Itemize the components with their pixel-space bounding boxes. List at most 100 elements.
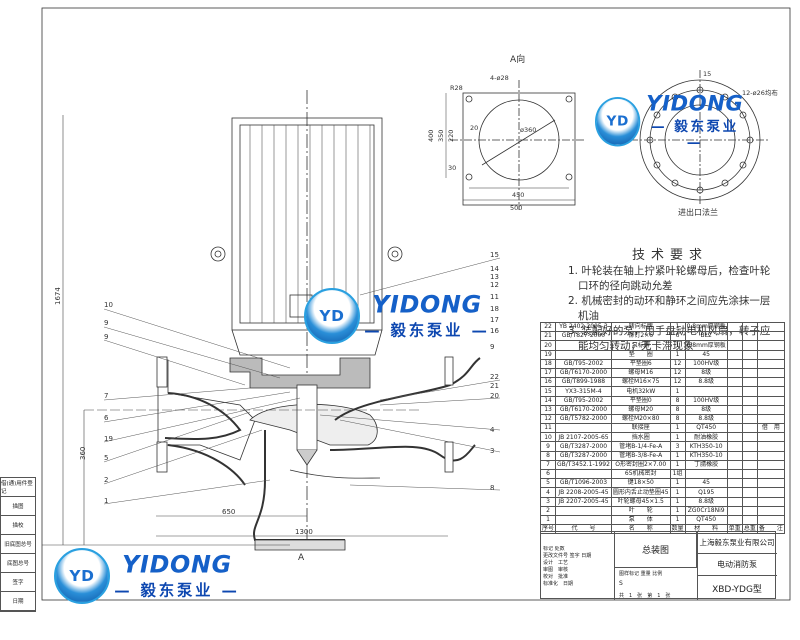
parts-cell: GB/T6170-2000 bbox=[555, 404, 612, 415]
parts-cell bbox=[726, 423, 743, 434]
parts-cell: GB/T3287-2000 bbox=[555, 450, 612, 461]
parts-cell: 键18×50 bbox=[610, 478, 671, 489]
balloon: 1 bbox=[104, 497, 108, 505]
logo-text-en: YIDONG bbox=[372, 290, 482, 319]
parts-cell: 总重 bbox=[741, 524, 758, 535]
parts-cell: 平垫圈6 bbox=[610, 358, 671, 369]
parts-cell bbox=[726, 459, 743, 471]
left-block-cell: 底图总号 bbox=[1, 554, 35, 573]
parts-cell: 100HV级 bbox=[684, 395, 728, 406]
parts-cell: 45 bbox=[684, 478, 728, 489]
balloon: 6 bbox=[104, 414, 109, 422]
parts-cell: 9 bbox=[539, 441, 557, 452]
parts-cell bbox=[741, 496, 758, 507]
parts-cell bbox=[756, 505, 785, 516]
logo-text-en: YIDONG bbox=[646, 91, 744, 117]
parts-cell: 1 bbox=[669, 340, 686, 351]
parts-cell: 8级 bbox=[684, 367, 728, 379]
parts-cell bbox=[741, 367, 758, 379]
parts-cell bbox=[756, 395, 785, 406]
parts-cell: 6 bbox=[539, 468, 557, 480]
parts-cell bbox=[726, 432, 743, 443]
balloon: 5 bbox=[104, 454, 108, 462]
parts-cell: 借 用 bbox=[756, 423, 785, 434]
parts-cell: 1 bbox=[669, 478, 686, 489]
parts-cell: 转向标牌 bbox=[610, 321, 671, 333]
parts-cell: 6 bbox=[669, 331, 686, 342]
balloon: 9 bbox=[104, 333, 108, 341]
balloon: 20 bbox=[490, 392, 499, 400]
parts-cell bbox=[756, 340, 785, 351]
logo-badge: YD bbox=[595, 96, 641, 147]
balloon: 9 bbox=[490, 343, 494, 351]
parts-cell bbox=[756, 468, 785, 480]
dim-center: 360 bbox=[79, 447, 87, 460]
parts-cell bbox=[741, 423, 758, 434]
parts-cell bbox=[555, 514, 612, 526]
balloon: 9 bbox=[104, 319, 108, 327]
parts-cell bbox=[741, 487, 758, 498]
parts-cell: 3 bbox=[539, 496, 557, 507]
parts-cell: 8.8级 bbox=[684, 377, 728, 388]
title-block: 标记 处数更改文件号 签字 日期设计 工艺审图 审核校对 批准标准化 日期 总装… bbox=[540, 531, 777, 600]
revision-labels: 标记 处数更改文件号 签字 日期设计 工艺审图 审核校对 批准标准化 日期 bbox=[543, 546, 592, 587]
balloon: 17 bbox=[490, 316, 499, 324]
balloon: 12 bbox=[490, 281, 499, 289]
parts-cell: 圆形内舌止动垫圈45 bbox=[610, 487, 671, 498]
flange-dim: 15 bbox=[703, 70, 711, 78]
parts-cell: BL2 bbox=[684, 331, 728, 342]
parts-cell: 1 bbox=[669, 496, 686, 507]
balloon: 11 bbox=[490, 293, 499, 301]
parts-cell: 2 bbox=[539, 505, 557, 516]
parts-cell bbox=[726, 404, 743, 415]
parts-cell bbox=[726, 450, 743, 461]
pump-casing bbox=[156, 356, 481, 551]
parts-cell bbox=[741, 331, 758, 342]
parts-cell bbox=[741, 404, 758, 415]
dim: 450 bbox=[512, 191, 524, 199]
parts-cell: 1 bbox=[669, 321, 686, 333]
parts-cell bbox=[726, 395, 743, 406]
parts-cell: 备 注 bbox=[756, 524, 785, 535]
parts-cell bbox=[741, 377, 758, 388]
parts-cell: GB/T5782-2000 bbox=[555, 413, 612, 425]
parts-cell: 叶 轮 bbox=[610, 505, 671, 516]
parts-cell bbox=[756, 413, 785, 425]
parts-cell: GB/T3452.1-1992 bbox=[555, 459, 612, 471]
parts-cell: 13 bbox=[539, 404, 557, 415]
parts-cell: 8.8级 bbox=[684, 413, 728, 425]
sheet-info: 共 1 张 第 1 张 bbox=[619, 593, 671, 599]
balloon: 15 bbox=[490, 251, 499, 259]
parts-cell: 平垫圈0 bbox=[610, 395, 671, 406]
parts-cell: 泵 体 bbox=[610, 514, 671, 526]
parts-cell: 管堵B-3/8-Fe-A bbox=[610, 450, 671, 461]
parts-cell: 0.8mm厚钢板 bbox=[684, 321, 728, 333]
parts-cell bbox=[726, 496, 743, 507]
parts-cell: 100HV级 bbox=[684, 358, 728, 369]
parts-cell: GB/T899-1988 bbox=[555, 377, 612, 388]
parts-cell: 叶轮螺母45×1.5 bbox=[610, 496, 671, 507]
parts-cell: 10 bbox=[539, 432, 557, 443]
parts-cell: 4 bbox=[539, 487, 557, 498]
parts-cell bbox=[726, 505, 743, 516]
balloon: 22 bbox=[490, 373, 499, 381]
parts-cell: GB/T95-2002 bbox=[555, 358, 612, 369]
parts-cell: 1 bbox=[669, 514, 686, 526]
parts-cell: 序号 bbox=[539, 524, 557, 535]
parts-cell: 管堵B-1/4-Fe-A bbox=[610, 441, 671, 452]
parts-cell: 1 bbox=[669, 459, 686, 471]
parts-cell: 11 bbox=[539, 423, 557, 434]
parts-cell: 1 bbox=[669, 423, 686, 434]
parts-cell bbox=[726, 349, 743, 360]
parts-cell: 8 bbox=[669, 395, 686, 406]
parts-cell: JB 2208-2005-45 bbox=[555, 487, 612, 498]
parts-cell: 5 bbox=[539, 478, 557, 489]
parts-cell bbox=[756, 321, 785, 333]
logo-badge: YD bbox=[304, 288, 360, 344]
tech-req-item: 2. 机械密封的动环和静环之间应先涂抹一层机油 bbox=[568, 295, 771, 322]
